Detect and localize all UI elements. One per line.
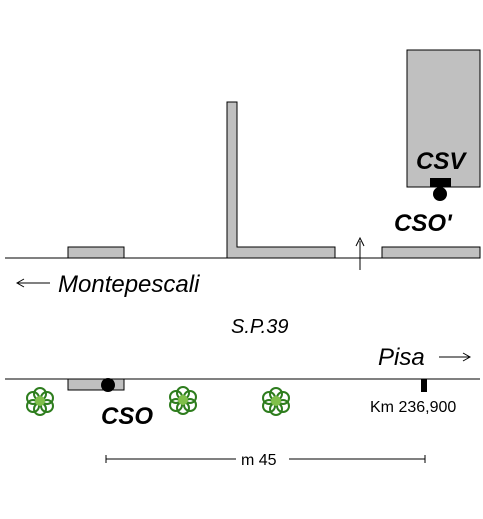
- building-south: [67, 378, 125, 391]
- tree-icon: [262, 387, 290, 416]
- building-north-right: [381, 246, 481, 259]
- distance-label: m 45: [241, 452, 277, 469]
- building-l-shape: [226, 101, 336, 259]
- cso-prime-label: CSO': [394, 210, 453, 237]
- cso-prime-point: [433, 187, 447, 201]
- north-arrow-head: [355, 236, 365, 247]
- pisa-arrow-head: [462, 352, 472, 362]
- tree-icon: [169, 386, 197, 415]
- pisa-label: Pisa: [378, 344, 425, 371]
- building-csv: [406, 49, 481, 188]
- km-label: Km 236,900: [370, 399, 456, 416]
- road-name-label: S.P.39: [231, 316, 288, 338]
- montepescali-arrow-head: [15, 278, 25, 288]
- csv-label: CSV: [416, 148, 467, 175]
- cso-point: [101, 378, 115, 392]
- cso-label: CSO: [101, 403, 153, 430]
- tree-icon: [26, 387, 54, 416]
- building-north-small: [67, 246, 125, 259]
- csv-sensor-block: [430, 178, 451, 187]
- km-marker: [421, 379, 427, 392]
- montepescali-label: Montepescali: [58, 271, 200, 298]
